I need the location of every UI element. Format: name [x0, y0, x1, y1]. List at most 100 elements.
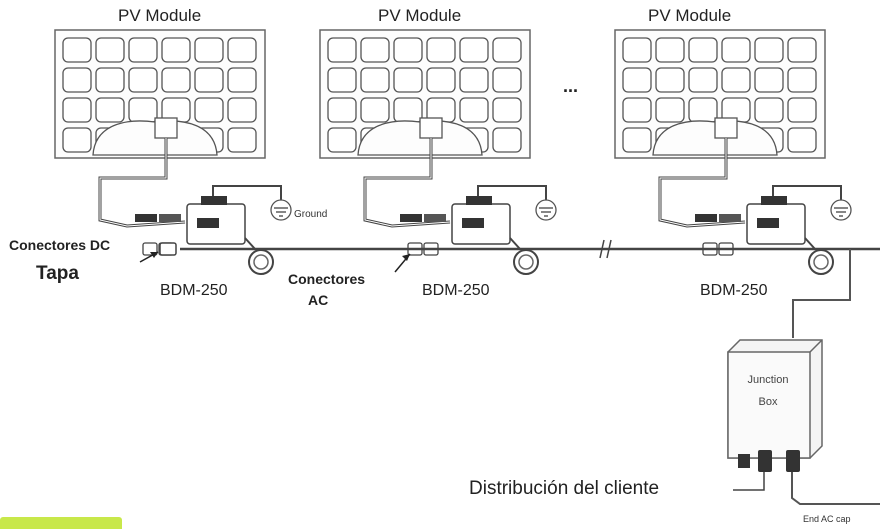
- junction-box-label-line1: Junction: [747, 374, 789, 386]
- pv-cell: [128, 37, 158, 63]
- pv-cell: [787, 67, 817, 93]
- pv-cell: [787, 37, 817, 63]
- customer-distribution-label: Distribución del cliente: [469, 478, 660, 499]
- inverter-terminal: [201, 196, 227, 205]
- pv-cell: [721, 37, 751, 63]
- pv-cell: [128, 97, 158, 123]
- pv-cell: [327, 97, 357, 123]
- pv-cell: [360, 67, 390, 93]
- pv-cell: [227, 127, 257, 153]
- pv-cell: [688, 67, 718, 93]
- ground-icon: [830, 199, 852, 221]
- pv-junction: [714, 117, 738, 139]
- pv-cell: [492, 97, 522, 123]
- junction-box-label-line2: Box: [758, 396, 778, 408]
- cap-label: Tapa: [36, 263, 79, 284]
- accent-bar: [0, 517, 122, 529]
- microinverter-logo: [197, 218, 219, 228]
- pv-cell: [227, 37, 257, 63]
- microinverter-logo: [757, 218, 779, 228]
- junction-box-icon: [727, 339, 823, 472]
- ground-icon: [270, 199, 292, 221]
- ellipsis-text: ...: [563, 76, 579, 96]
- bdm-label-1: BDM-250: [160, 282, 228, 299]
- pv-cell: [95, 67, 125, 93]
- cable-coil-inner: [253, 254, 269, 270]
- pv-junction: [419, 117, 443, 139]
- pv-cell: [622, 127, 652, 153]
- pv-cell: [492, 127, 522, 153]
- pv-module-title-3: PV Module: [648, 6, 732, 25]
- ground-wire: [477, 185, 547, 200]
- pv-junction: [154, 117, 178, 139]
- pv-cell: [459, 67, 489, 93]
- pv-cell: [393, 37, 423, 63]
- pv-cell: [227, 67, 257, 93]
- end-cap-cable: [791, 472, 880, 505]
- pv-cell: [459, 37, 489, 63]
- pv-cell: [62, 97, 92, 123]
- cable-coil-inner: [813, 254, 829, 270]
- dc-connector-icon: [695, 214, 717, 222]
- ac-drop-cable: [804, 237, 816, 250]
- pointer-arrow-ac: [394, 253, 411, 273]
- pv-cell: [327, 67, 357, 93]
- microinverter-logo: [462, 218, 484, 228]
- pv-cell: [492, 67, 522, 93]
- dc-cable-inner: [99, 138, 186, 227]
- inverter-terminal: [761, 196, 787, 205]
- pv-cell: [95, 37, 125, 63]
- pv-cell: [194, 37, 224, 63]
- distribution-cable: [733, 472, 765, 491]
- pointer-arrow-cap: [139, 251, 159, 263]
- pv-cell: [393, 97, 423, 123]
- pv-group-1: [54, 29, 292, 275]
- cable-coil-inner: [518, 254, 534, 270]
- pv-cell: [161, 37, 191, 63]
- pv-cell: [360, 37, 390, 63]
- pv-cell: [62, 37, 92, 63]
- pv-cell: [194, 97, 224, 123]
- dc-connector-icon: [424, 214, 446, 222]
- pv-module-title-2: PV Module: [378, 6, 462, 25]
- ground-label: Ground: [294, 209, 328, 220]
- dc-cable-inner: [659, 138, 746, 227]
- pv-cell: [754, 67, 784, 93]
- dc-connector-icon: [159, 214, 181, 222]
- pv-cell: [360, 97, 390, 123]
- pv-cell: [622, 97, 652, 123]
- bdm-label-3: BDM-250: [700, 282, 768, 299]
- pv-cell: [622, 37, 652, 63]
- pv-cell: [426, 37, 456, 63]
- pv-cell: [227, 97, 257, 123]
- pv-cell: [426, 67, 456, 93]
- ac-connectors-label-line1: Conectores: [288, 271, 366, 287]
- pv-cell: [622, 67, 652, 93]
- ground-wire: [772, 185, 842, 200]
- dc-cable-inner: [364, 138, 451, 227]
- pv-group-2: [319, 29, 557, 275]
- inverter-terminal: [466, 196, 492, 205]
- cable-break-icon: [599, 239, 612, 259]
- pv-cell: [655, 97, 685, 123]
- pv-cell: [95, 97, 125, 123]
- pv-cell: [688, 37, 718, 63]
- junction-feed-cable: [792, 249, 851, 338]
- pv-cell: [655, 67, 685, 93]
- pv-cell: [327, 37, 357, 63]
- pv-cell: [459, 97, 489, 123]
- bdm-label-2: BDM-250: [422, 282, 490, 299]
- pv-cell: [62, 67, 92, 93]
- pv-cell: [787, 97, 817, 123]
- ac-drop-cable: [509, 237, 521, 250]
- ac-drop-cable: [244, 237, 256, 250]
- pv-cell: [492, 37, 522, 63]
- pv-cell: [754, 97, 784, 123]
- pv-cell: [787, 127, 817, 153]
- pv-cell: [393, 67, 423, 93]
- dc-connector-icon: [719, 214, 741, 222]
- pv-group-3: [614, 29, 852, 275]
- pv-cell: [721, 67, 751, 93]
- pv-cell: [161, 67, 191, 93]
